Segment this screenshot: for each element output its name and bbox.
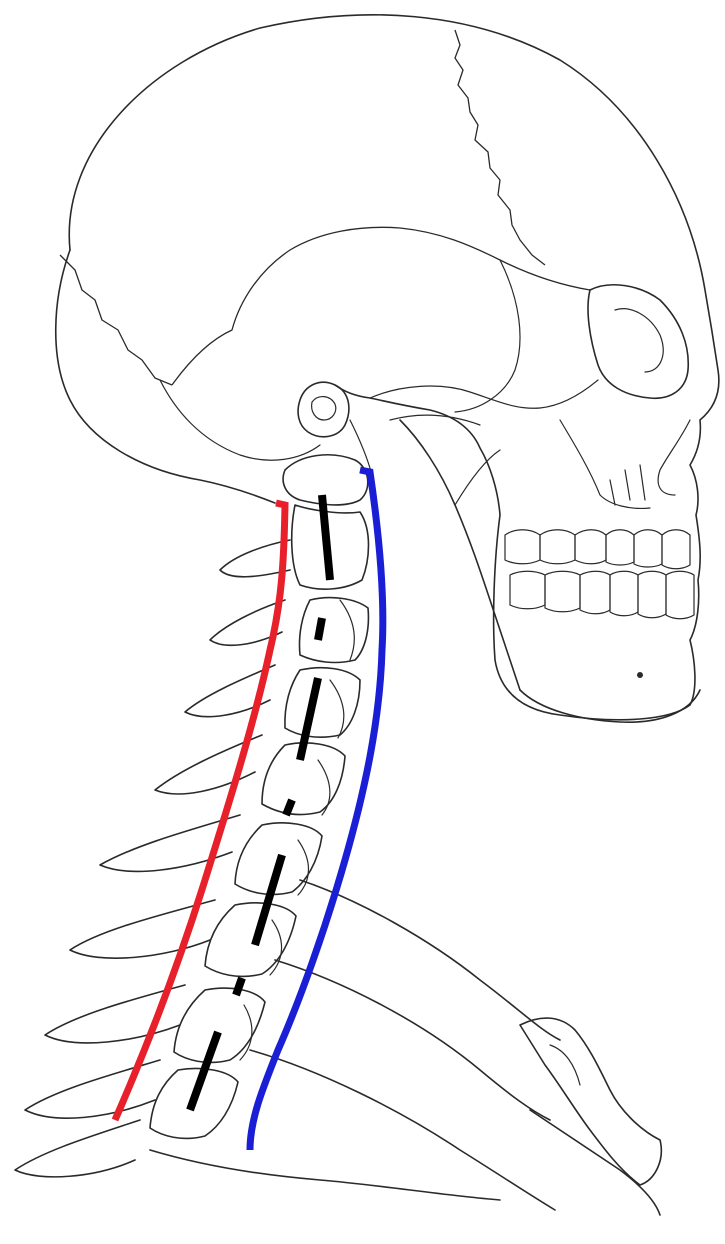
coronal-suture bbox=[455, 30, 545, 265]
skull bbox=[56, 15, 719, 722]
occipital-outline bbox=[56, 250, 275, 503]
sternum-fragment bbox=[530, 1110, 660, 1215]
maxilla-outline bbox=[560, 420, 650, 508]
upper-teeth bbox=[505, 530, 690, 569]
nasal-outline bbox=[658, 420, 690, 495]
axis-segment-c3 bbox=[318, 618, 322, 640]
lower-teeth bbox=[510, 571, 694, 619]
ear-canal bbox=[298, 382, 349, 436]
vertebral-body-c4 bbox=[285, 668, 360, 738]
anterior-vertebral-line bbox=[250, 470, 383, 1150]
axis-segment-c5 bbox=[286, 800, 292, 815]
clavicle bbox=[520, 1018, 661, 1185]
third-rib bbox=[250, 1050, 555, 1210]
vertebral-body-c3 bbox=[299, 598, 368, 663]
posterior-vertebral-line bbox=[115, 503, 285, 1120]
mandible-body bbox=[520, 690, 700, 722]
axis-segment-c2 bbox=[322, 495, 330, 580]
ear-canal-inner bbox=[312, 397, 336, 420]
orbit-inner bbox=[615, 309, 663, 372]
second-rib bbox=[275, 960, 550, 1120]
maxilla-lines bbox=[610, 465, 645, 505]
mental-foramen bbox=[637, 672, 643, 678]
sphenoid-outline bbox=[455, 260, 520, 412]
cervical-spine bbox=[15, 455, 661, 1215]
axis-segment-t1 bbox=[190, 1032, 218, 1110]
temporal-outline bbox=[160, 380, 320, 460]
vertebral-body-c7 bbox=[205, 903, 296, 977]
mandible-ramus bbox=[400, 420, 520, 690]
axis-segment-c7 bbox=[236, 978, 242, 995]
axis-segment-c4 bbox=[300, 678, 318, 760]
manubrium-outline bbox=[150, 1150, 500, 1200]
squamous-suture bbox=[172, 227, 590, 385]
cranium-outline bbox=[69, 15, 719, 720]
lambdoid-suture bbox=[60, 255, 172, 385]
spinous-process-t3 bbox=[15, 1120, 140, 1177]
orbit-outline bbox=[588, 285, 688, 398]
first-rib bbox=[300, 880, 560, 1040]
